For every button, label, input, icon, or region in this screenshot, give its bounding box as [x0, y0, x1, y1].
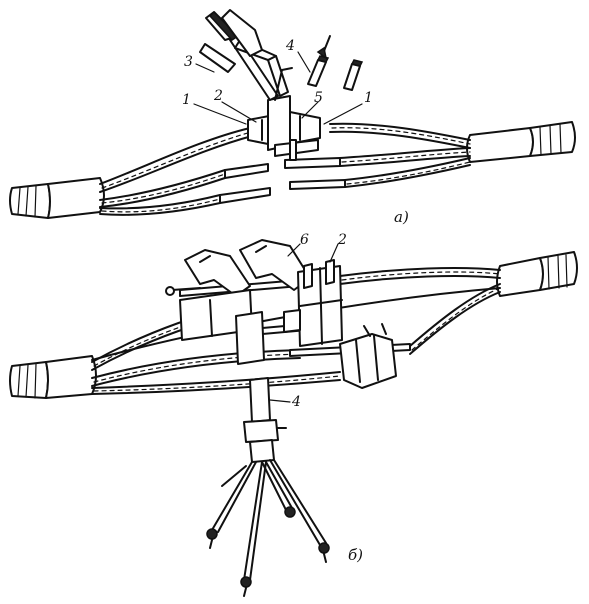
- clamp-right-b: [339, 323, 397, 389]
- leaders-b: [269, 243, 339, 403]
- label-1-left-a: 1: [182, 92, 191, 108]
- cable-end-left-b: [9, 355, 97, 399]
- label-6-b: 6: [300, 232, 309, 248]
- cable-cores-right-a: [329, 122, 471, 188]
- leaders-a: [193, 51, 363, 125]
- label-1-right-a: 1: [364, 90, 373, 106]
- crimp-dies-b: [283, 259, 343, 347]
- cable-cores-b: [91, 267, 501, 395]
- caption-a: а): [394, 208, 409, 226]
- cable-end-left-a: [9, 177, 105, 219]
- dies-a: [307, 35, 364, 91]
- label-3-a: 3: [184, 54, 193, 70]
- label-2-a: 2: [213, 88, 223, 104]
- conductor-ends-a: [219, 157, 346, 204]
- figure-b: 6 2 4 б): [9, 232, 578, 597]
- crimping-tool-a: [199, 9, 321, 161]
- press-frames-b: [165, 239, 311, 365]
- tripod-b: [206, 377, 330, 597]
- label-4-a: 4: [285, 38, 295, 54]
- caption-b: б): [348, 546, 363, 564]
- label-2-b: 2: [337, 232, 347, 248]
- label-5-a: 5: [314, 90, 323, 106]
- cable-end-right-a: [466, 121, 576, 163]
- cable-cores-left-a: [99, 127, 253, 216]
- figure-a: 1 2 3 4 5 1 а): [9, 9, 576, 226]
- cable-end-right-b: [496, 251, 578, 297]
- label-4-b: 4: [291, 394, 301, 410]
